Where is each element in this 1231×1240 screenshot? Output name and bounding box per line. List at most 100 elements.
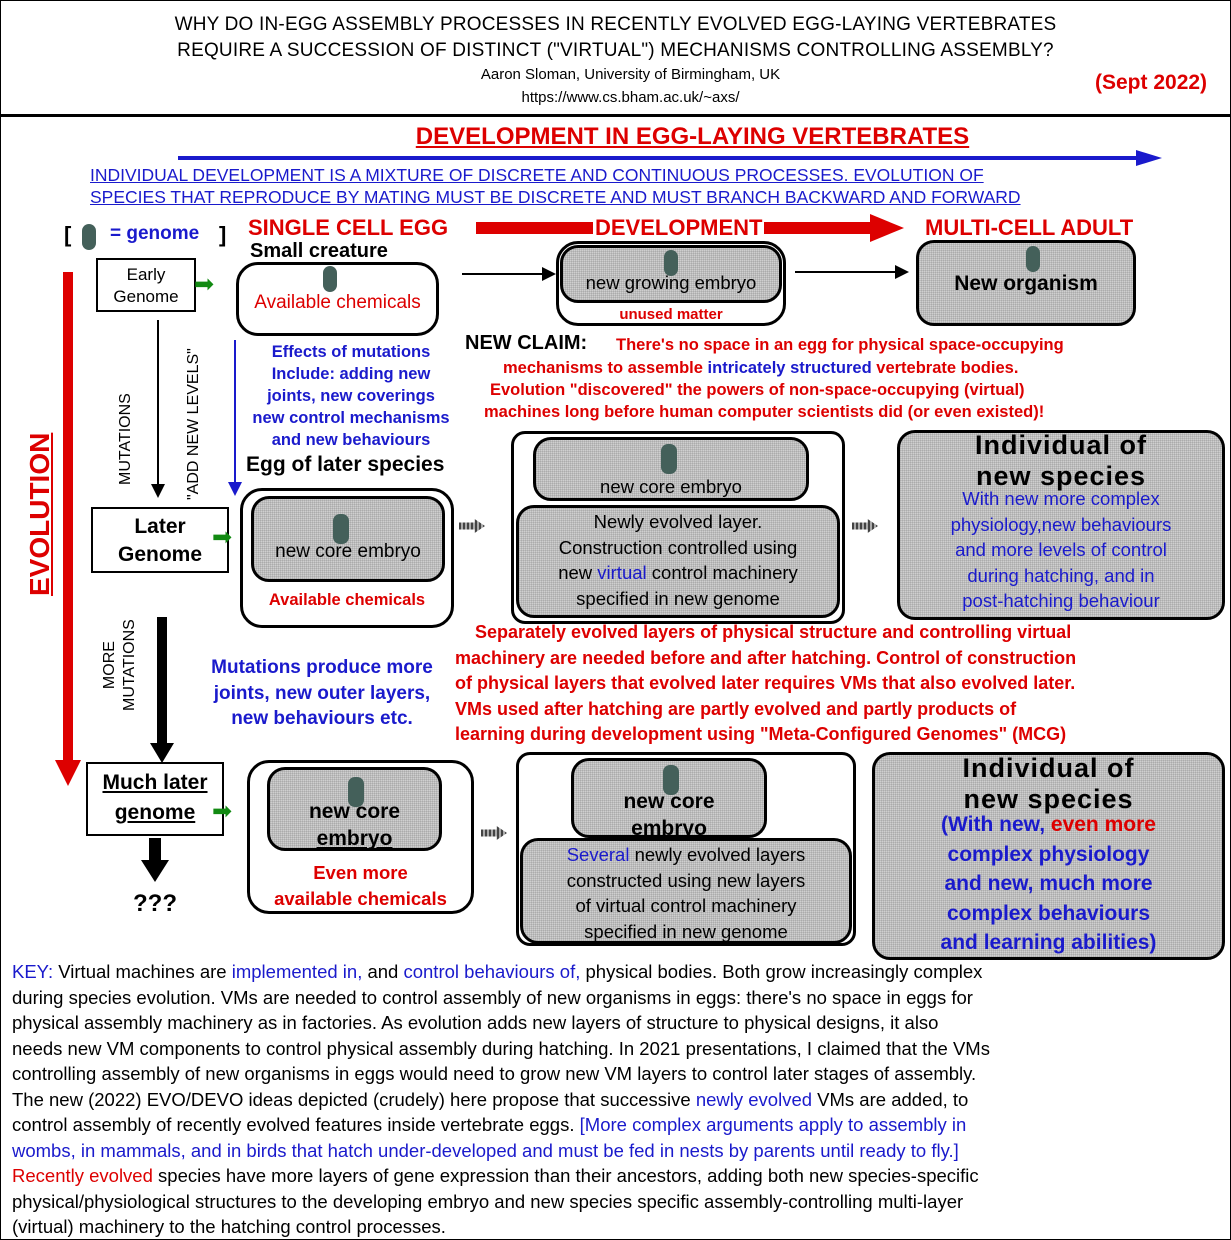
key-l5: controlling assembly of new organisms in… [12, 1063, 977, 1084]
more-mutations-arrow [157, 617, 167, 745]
key-l6a: The new (2022) EVO/DEVO ideas depicted (… [12, 1088, 691, 1110]
later-genome-box: Later Genome [91, 507, 229, 573]
genome-icon [348, 777, 364, 807]
layer-text-3b: virtual [597, 562, 647, 583]
ind-title-l1: Individual of [975, 430, 1147, 460]
mutations-arrow-head [151, 484, 165, 498]
even-more-text: Even more available chemicals [247, 860, 474, 912]
ind2-l5: and learning abilities) [940, 931, 1157, 954]
egg-later-species: Egg of later species [246, 453, 445, 476]
more-mutations-l2: MUTATIONS [121, 619, 138, 711]
genome-icon [663, 765, 679, 795]
key-l6b: newly evolved [695, 1088, 813, 1110]
even-more-l2: available chemicals [274, 888, 447, 909]
egg-box-1 [236, 262, 439, 336]
new-core-embryo-2: new core embryo [275, 541, 421, 562]
blue-arrow-head [1136, 150, 1162, 166]
green-arrow-1: ➡ [194, 271, 215, 298]
more-mutations-label: MORE MUTATIONS [100, 619, 140, 711]
ind2-a: (With new, [941, 813, 1046, 836]
effects-l5: and new behaviours [271, 431, 431, 449]
ind-desc-l5: post-hatching behaviour [962, 590, 1160, 611]
effects-l2: Include: adding new [271, 365, 431, 383]
unused-matter: unused matter [619, 306, 723, 323]
individual-desc-2: (With new, even more complex physiology … [872, 810, 1225, 958]
individual-desc-1: With new more complex physiology,new beh… [897, 486, 1225, 614]
individual-box-2 [872, 752, 1225, 960]
much-later-l2: genome [114, 801, 196, 824]
green-arrow-2: ➡ [212, 524, 233, 551]
individual-title-1: Individual of new species [897, 430, 1225, 492]
new-organism: New organism [954, 272, 1098, 295]
much-later-l1: Much later [102, 771, 208, 794]
separately-l5: learning during development using "Meta-… [455, 724, 1067, 744]
separately-l2: machinery are needed before and after ha… [455, 647, 1077, 668]
title-line-2: REQUIRE A SUCCESSION OF DISTINCT ("VIRTU… [177, 40, 1054, 61]
nce5-l1: new core [623, 790, 715, 813]
legend-open: [ [64, 222, 72, 247]
qqq: ??? [133, 890, 177, 917]
intro-line-2: SPECIES THAT REPRODUCE BY MATING MUST BE… [90, 187, 1021, 207]
effects-text: Effects of mutations Include: adding new… [240, 341, 462, 451]
legend-text: = genome [110, 223, 200, 244]
key-l7b: [More complex arguments apply to assembl… [579, 1114, 967, 1135]
ind2-l2: complex physiology [947, 842, 1150, 866]
separately-text: Separately evolved layers of physical st… [455, 620, 1076, 748]
effects-l1: Effects of mutations [271, 343, 431, 361]
ind2-title-l2: new species [963, 784, 1134, 814]
mut-produce-l2: joints, new outer layers, [213, 682, 431, 704]
multi-cell-label: MULTI-CELL ADULT [925, 215, 1134, 240]
even-more-l1: Even more [313, 862, 408, 883]
nce5-l2: embryo [631, 817, 707, 840]
ind2-l3: and new, much more [944, 872, 1153, 895]
blue-arrow [178, 156, 1138, 160]
genome-icon [1026, 246, 1040, 272]
separately-l3: of physical layers that evolved later re… [455, 673, 1076, 693]
genome-icon [664, 250, 678, 276]
new-claim-3: Evolution "discovered" the powers of non… [490, 381, 1025, 399]
new-core-embryo-3: new core embryo [600, 476, 742, 497]
layer-text-l2: Construction controlled using [558, 536, 798, 558]
ind2-l1: (With new, even more [872, 810, 1225, 840]
new-claim-4: machines long before human computer scie… [484, 403, 1045, 421]
green-arrow-3: ➡ [212, 798, 233, 825]
key-k1b: Virtual machines are [58, 961, 227, 982]
key-k1e: control behaviours of, [403, 961, 581, 982]
new-growing-embryo: new growing embryo [585, 272, 757, 293]
key-l9a: Recently evolved [12, 1165, 153, 1186]
key-l6: The new (2022) EVO/DEVO ideas depicted (… [12, 1087, 1227, 1113]
new-core-embryo-4: new core embryo [267, 798, 442, 852]
layer-box [516, 505, 840, 618]
key-k1c: implemented in, [231, 961, 363, 982]
key-l2: during species evolution. VMs are needed… [12, 986, 973, 1008]
new-claim-label: NEW CLAIM: [465, 332, 588, 354]
title-line-1: WHY DO IN-EGG ASSEMBLY PROCESSES IN RECE… [174, 14, 1057, 35]
key-l7a: control assembly of recently evolved fea… [12, 1114, 575, 1135]
core-embryo-box-5 [571, 758, 767, 838]
layer-text: Newly evolved layer. Construction contro… [516, 509, 840, 611]
key-l1: KEY: Virtual machines are implemented in… [12, 959, 1227, 985]
evolution-arrow [63, 272, 73, 760]
separately-l4: VMs used after hatching are partly evolv… [455, 698, 1017, 719]
mutations-produce-text: Mutations produce more joints, new outer… [192, 655, 452, 732]
grey-arrow-1 [459, 519, 485, 533]
arrow-2 [795, 265, 909, 279]
layer-text-l1: Newly evolved layer. [593, 511, 763, 532]
url: https://www.cs.bham.ac.uk/~axs/ [521, 89, 740, 106]
author: Aaron Sloman, University of Birmingham, … [480, 66, 781, 83]
several-a: Several [566, 844, 630, 865]
ind2-title-l1: Individual of [962, 753, 1135, 783]
grey-arrow-3 [481, 826, 507, 840]
more-mutations-arrow-head [150, 743, 174, 763]
blue-down-arrow [234, 340, 236, 485]
grey-arrow-2 [852, 519, 878, 533]
layer-text-3c: control machinery [651, 562, 798, 583]
early-genome-l2: Genome [113, 287, 179, 306]
individual-box-1 [897, 430, 1225, 620]
key-paragraph: KEY: Virtual machines are implemented in… [12, 959, 1227, 1240]
genome-icon [82, 224, 96, 250]
available-chemicals: Available chemicals [254, 292, 421, 313]
ind-desc-l2: physiology,new behaviours [950, 513, 1172, 535]
core-embryo-box-2 [251, 496, 445, 582]
evolution-label: EVOLUTION [24, 432, 55, 596]
